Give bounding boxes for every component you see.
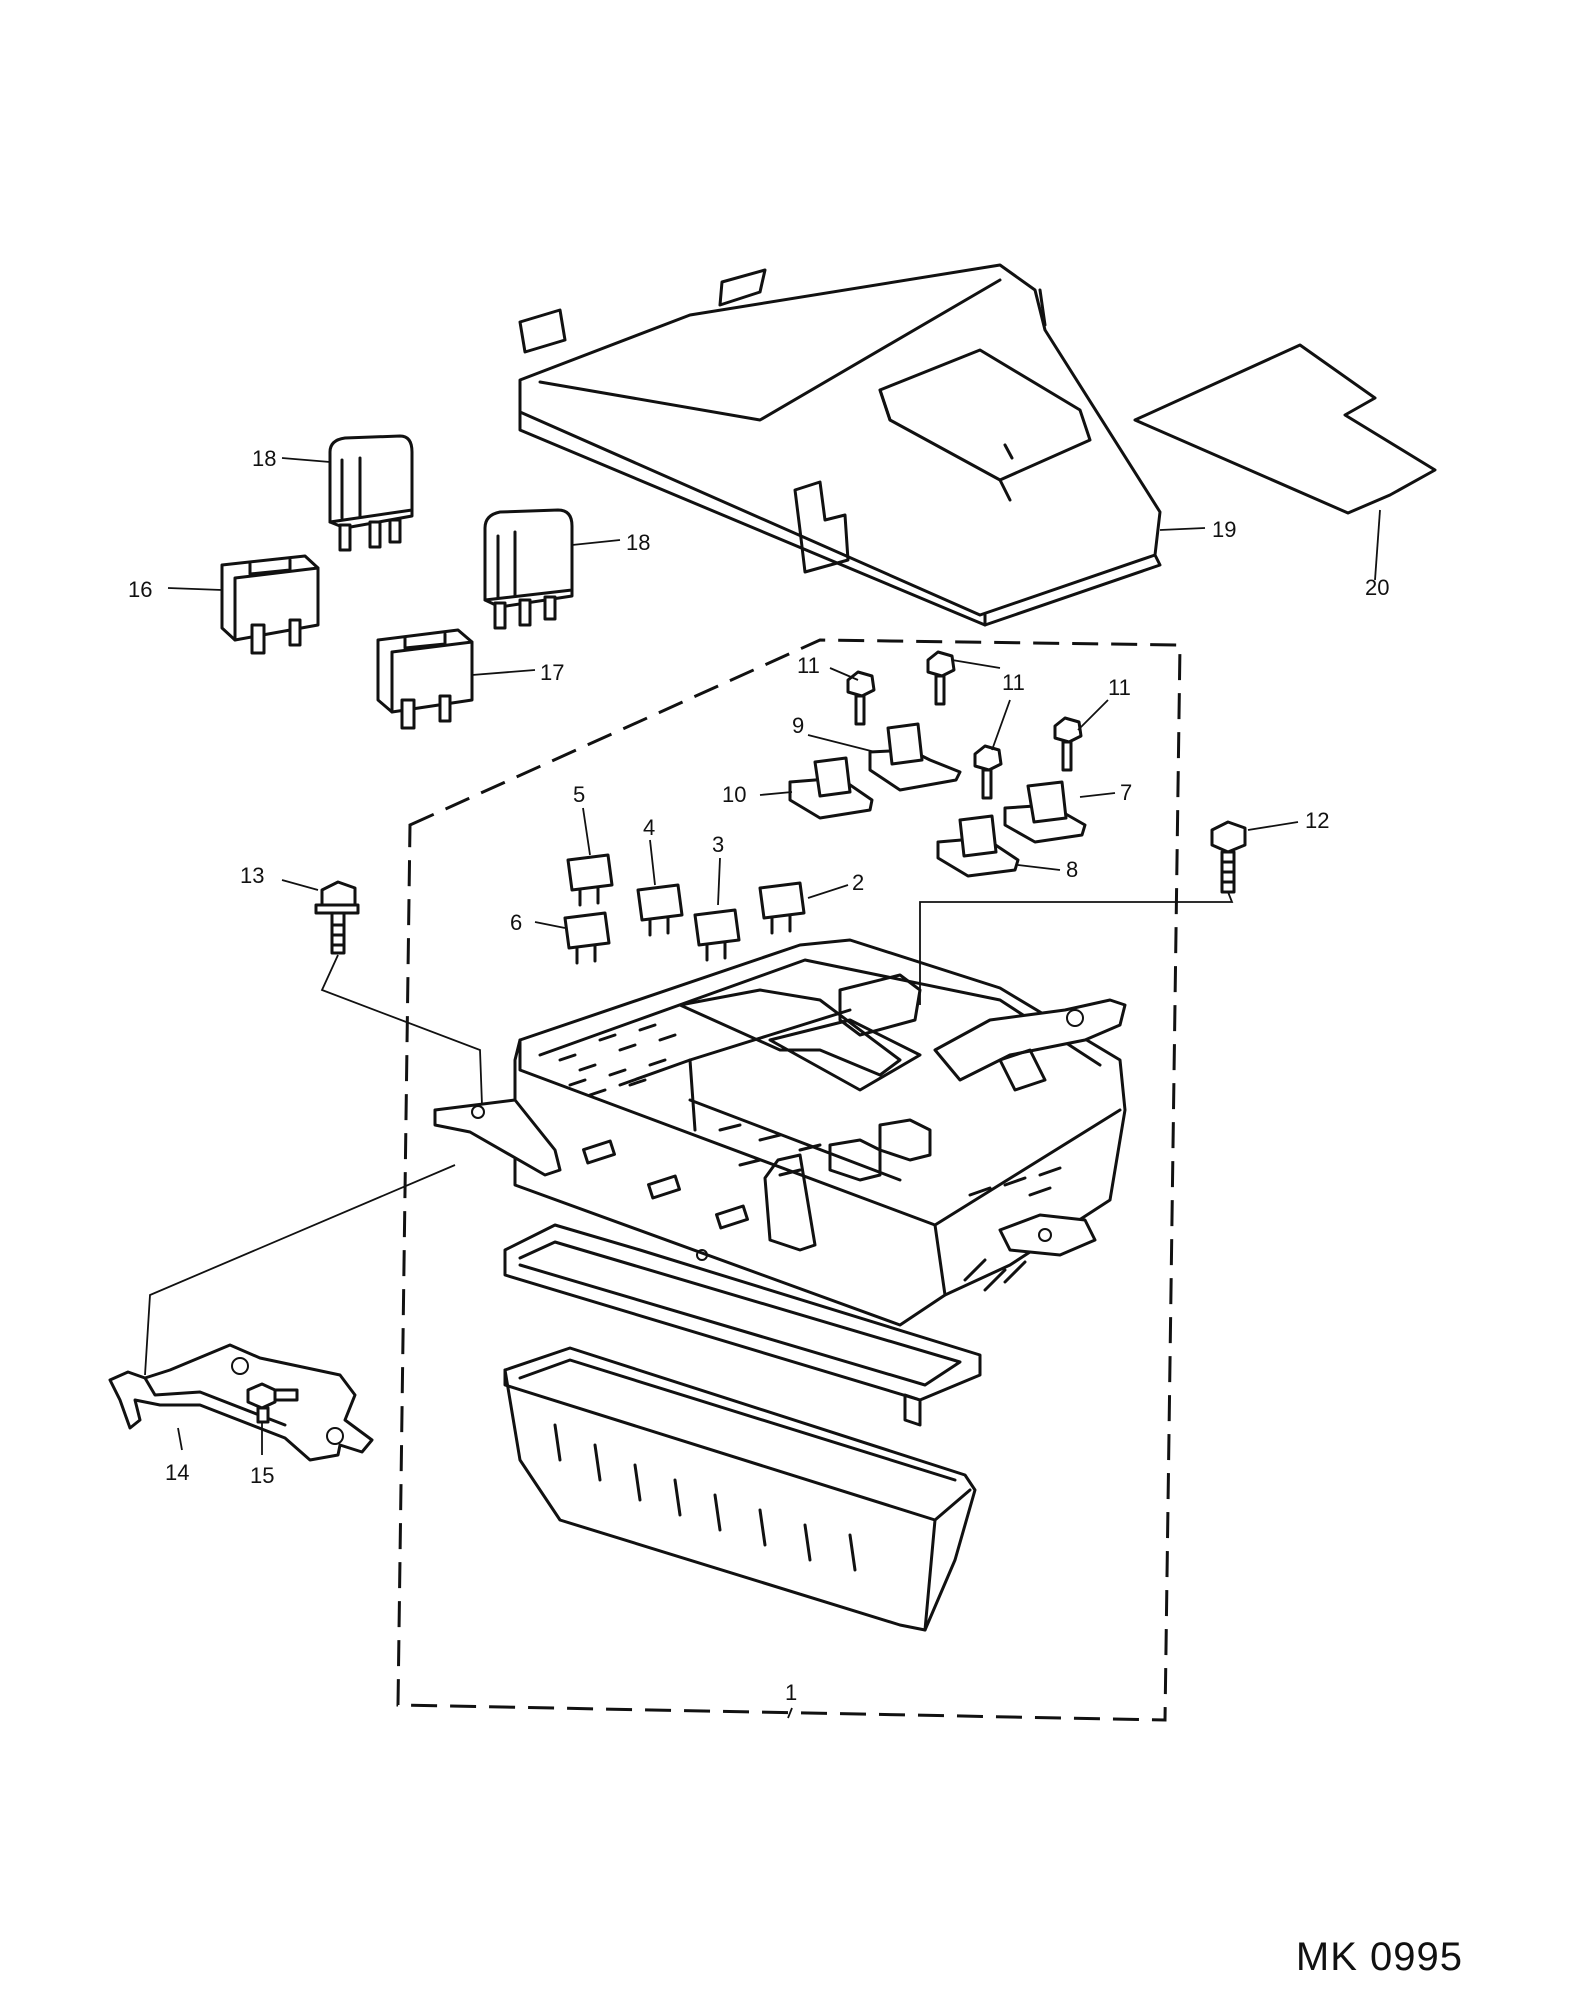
callout-13: 13 [240,863,264,888]
relay-part-18-right [483,508,574,630]
bolt-part-11-d [1053,716,1083,772]
callout-10: 10 [722,782,746,807]
diagram-reference-code: MK 0995 [1295,1935,1463,1979]
callout-17: 17 [540,660,564,685]
relay-part-17 [376,628,474,730]
callout-8: 8 [1066,857,1078,882]
fusebox-cover-part-19 [518,263,1162,627]
lower-tray [503,1346,977,1632]
stud-part-15 [246,1382,299,1424]
callout-11-b: 11 [1002,670,1025,695]
maxi-fuse-part-8 [936,814,1020,878]
relay-part-16 [220,554,320,655]
assembly-boundary-dashed [396,638,1182,1722]
gasket-seal [503,1223,982,1427]
bracket-part-14 [108,1343,374,1462]
blade-fuse-part-4 [636,883,684,937]
maxi-fuse-part-9 [868,722,962,792]
callout-20: 20 [1365,575,1389,600]
callout-18-a: 18 [252,446,276,471]
relay-part-18-left [328,434,414,552]
fusebox-main-body [433,938,1127,1327]
blade-fuse-part-5 [566,853,614,907]
bolt-part-11-a [846,670,876,726]
callout-11-a: 11 [797,653,820,678]
callout-7: 7 [1120,780,1132,805]
blade-fuse-part-2 [758,881,806,935]
callout-15: 15 [250,1463,274,1488]
callout-14: 14 [165,1460,189,1485]
callouts: 1 2 3 4 5 6 7 8 9 10 11 11 11 12 13 14 1… [128,446,1389,1705]
callout-16: 16 [128,577,152,602]
callout-9: 9 [792,713,804,738]
callout-19: 19 [1212,517,1236,542]
callout-3: 3 [712,832,724,857]
callout-1: 1 [785,1680,797,1705]
bolt-part-13 [314,880,360,955]
callout-4: 4 [643,815,655,840]
bolt-part-11-c [973,744,1003,800]
leader-lines [144,457,1381,1719]
maxi-fuse-part-10 [788,756,874,820]
callout-2: 2 [852,870,864,895]
stud-bolt-part-12 [1210,820,1247,894]
callout-11-c: 11 [1108,675,1131,700]
callout-18-b: 18 [626,530,650,555]
blade-fuse-part-3 [693,908,741,962]
label-sheet-part-20 [1133,343,1437,515]
blade-fuse-part-6 [563,911,611,965]
maxi-fuse-part-7 [1003,780,1087,844]
callout-12: 12 [1305,808,1329,833]
callout-5: 5 [573,782,585,807]
bolt-part-11-b [926,650,956,706]
callout-6: 6 [510,910,522,935]
